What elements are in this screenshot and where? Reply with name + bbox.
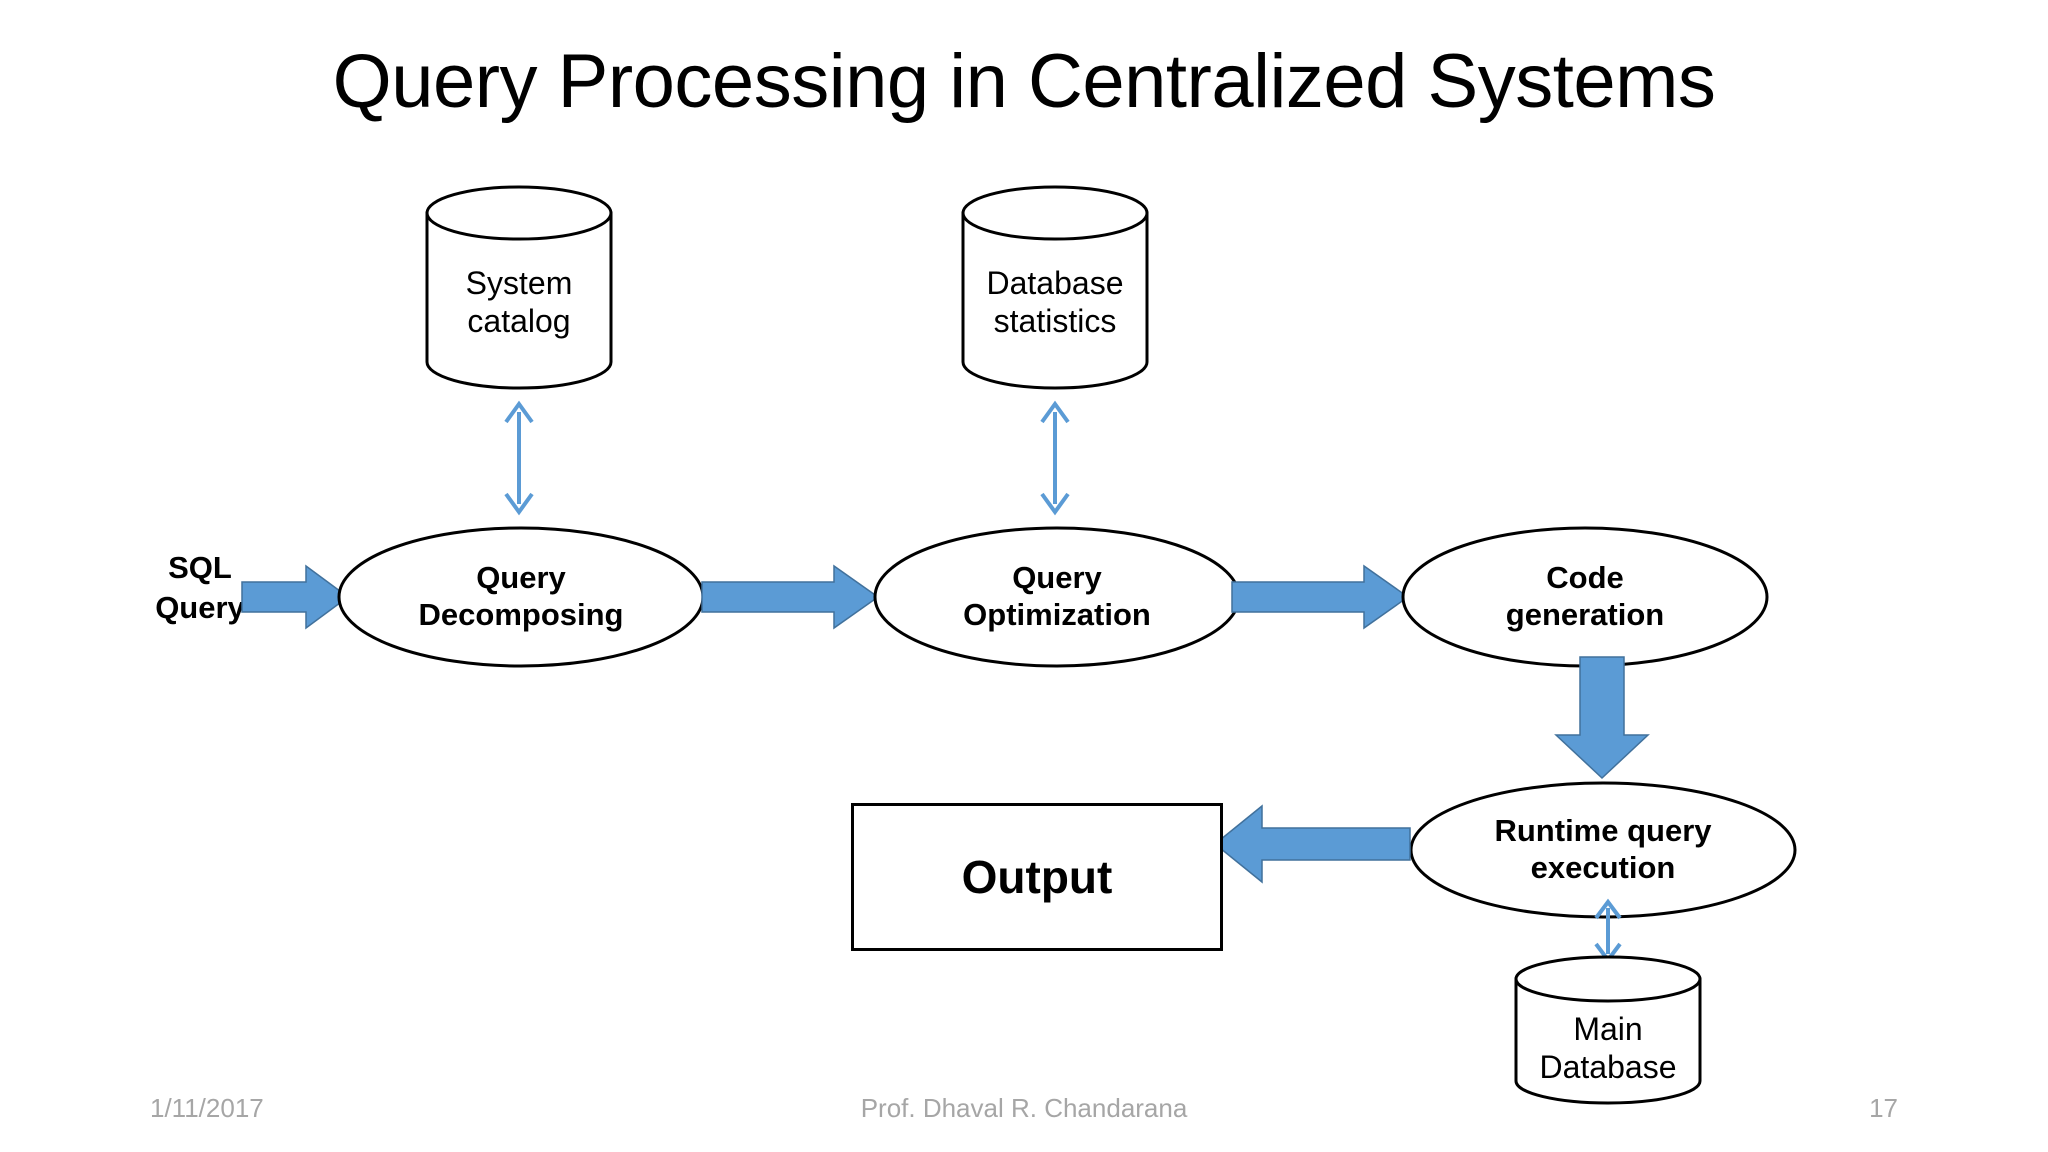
ellipse-query-optimization: Query Optimization	[872, 525, 1242, 669]
ellipse-shape	[873, 526, 1241, 668]
arrow-runtime-to-output	[1212, 800, 1412, 888]
cylinder-shape	[961, 185, 1149, 390]
ellipse-shape	[1401, 526, 1769, 668]
cylinder-shape	[425, 185, 613, 390]
block-arrow-right-icon	[701, 564, 880, 630]
block-arrow-down-icon	[1554, 656, 1650, 780]
cylinder-main-database-line2: Database	[1539, 1048, 1677, 1085]
ellipse-shape	[337, 526, 705, 668]
block-arrow-right-icon	[1231, 564, 1410, 630]
ellipse-shape	[1409, 781, 1797, 919]
label-sql-query-line2: Query	[155, 590, 245, 626]
cylinder-main-database: Main Database	[1513, 955, 1703, 1105]
block-arrow-left-icon	[1213, 804, 1411, 884]
cylinder-database-statistics-line2: statistics	[993, 302, 1117, 339]
label-sql-query: SQL Query	[110, 548, 290, 629]
cylinder-database-statistics: Database statistics	[960, 185, 1150, 390]
block-arrow-right-icon	[241, 564, 350, 630]
cylinder-system-catalog-line2: catalog	[467, 302, 571, 339]
cylinder-system-catalog: System catalog	[424, 185, 614, 390]
footer-page-number: 17	[1869, 1093, 1898, 1123]
cylinder-shape	[1514, 955, 1702, 1105]
arrow-optimization-to-codegen	[1230, 562, 1410, 632]
cylinder-database-statistics-line1: Database	[986, 265, 1124, 301]
ellipse-query-decomposing: Query Decomposing	[336, 525, 706, 669]
cylinder-system-catalog-line1: System	[465, 265, 573, 301]
arrow-codegen-to-runtime	[1552, 655, 1652, 780]
box-output: Output	[851, 803, 1223, 951]
ellipse-code-generation: Code generation	[1400, 525, 1770, 669]
footer-date: 1/11/2017	[150, 1093, 264, 1123]
label-sql-query-line1: SQL	[168, 550, 232, 585]
arrow-statistics-optimization	[1034, 398, 1076, 518]
footer-author: Prof. Dhaval R. Chandarana	[860, 1093, 1188, 1123]
double-arrow-vertical-icon	[504, 400, 534, 516]
cylinder-main-database-line1: Main	[1573, 1011, 1643, 1047]
arrow-catalog-decomposing	[498, 398, 540, 518]
arrow-decomposing-to-optimization	[700, 562, 880, 632]
page-title: Query Processing in Centralized Systems	[332, 39, 1716, 124]
arrow-sql-to-decomposing	[240, 562, 350, 632]
double-arrow-vertical-icon	[1040, 400, 1070, 516]
box-output-label: Output	[961, 850, 1113, 903]
